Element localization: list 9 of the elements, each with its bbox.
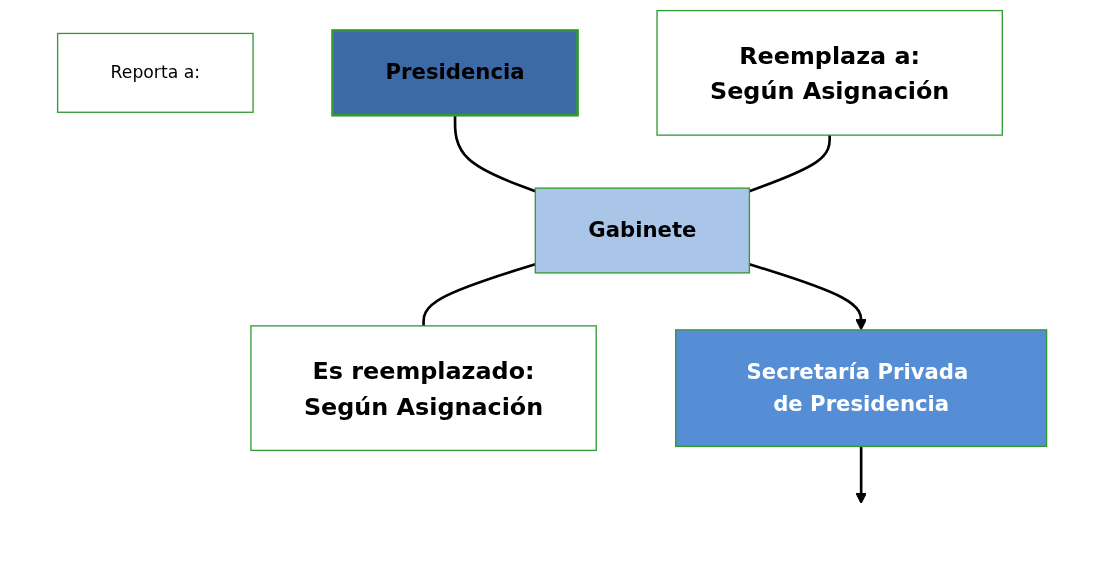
node-box: Es reemplazado: Según Asignación [250,325,597,452]
connector [422,262,536,326]
node-box: Presidencia [331,29,579,117]
arrow [855,446,867,504]
connector [453,115,536,193]
node-box: Gabinete [534,187,750,274]
node-box: Reemplaza a: Según Asignación [656,9,1003,136]
node-box: Reporta a: [56,32,254,113]
node-box: Secretaría Privada de Presidencia [674,329,1048,448]
